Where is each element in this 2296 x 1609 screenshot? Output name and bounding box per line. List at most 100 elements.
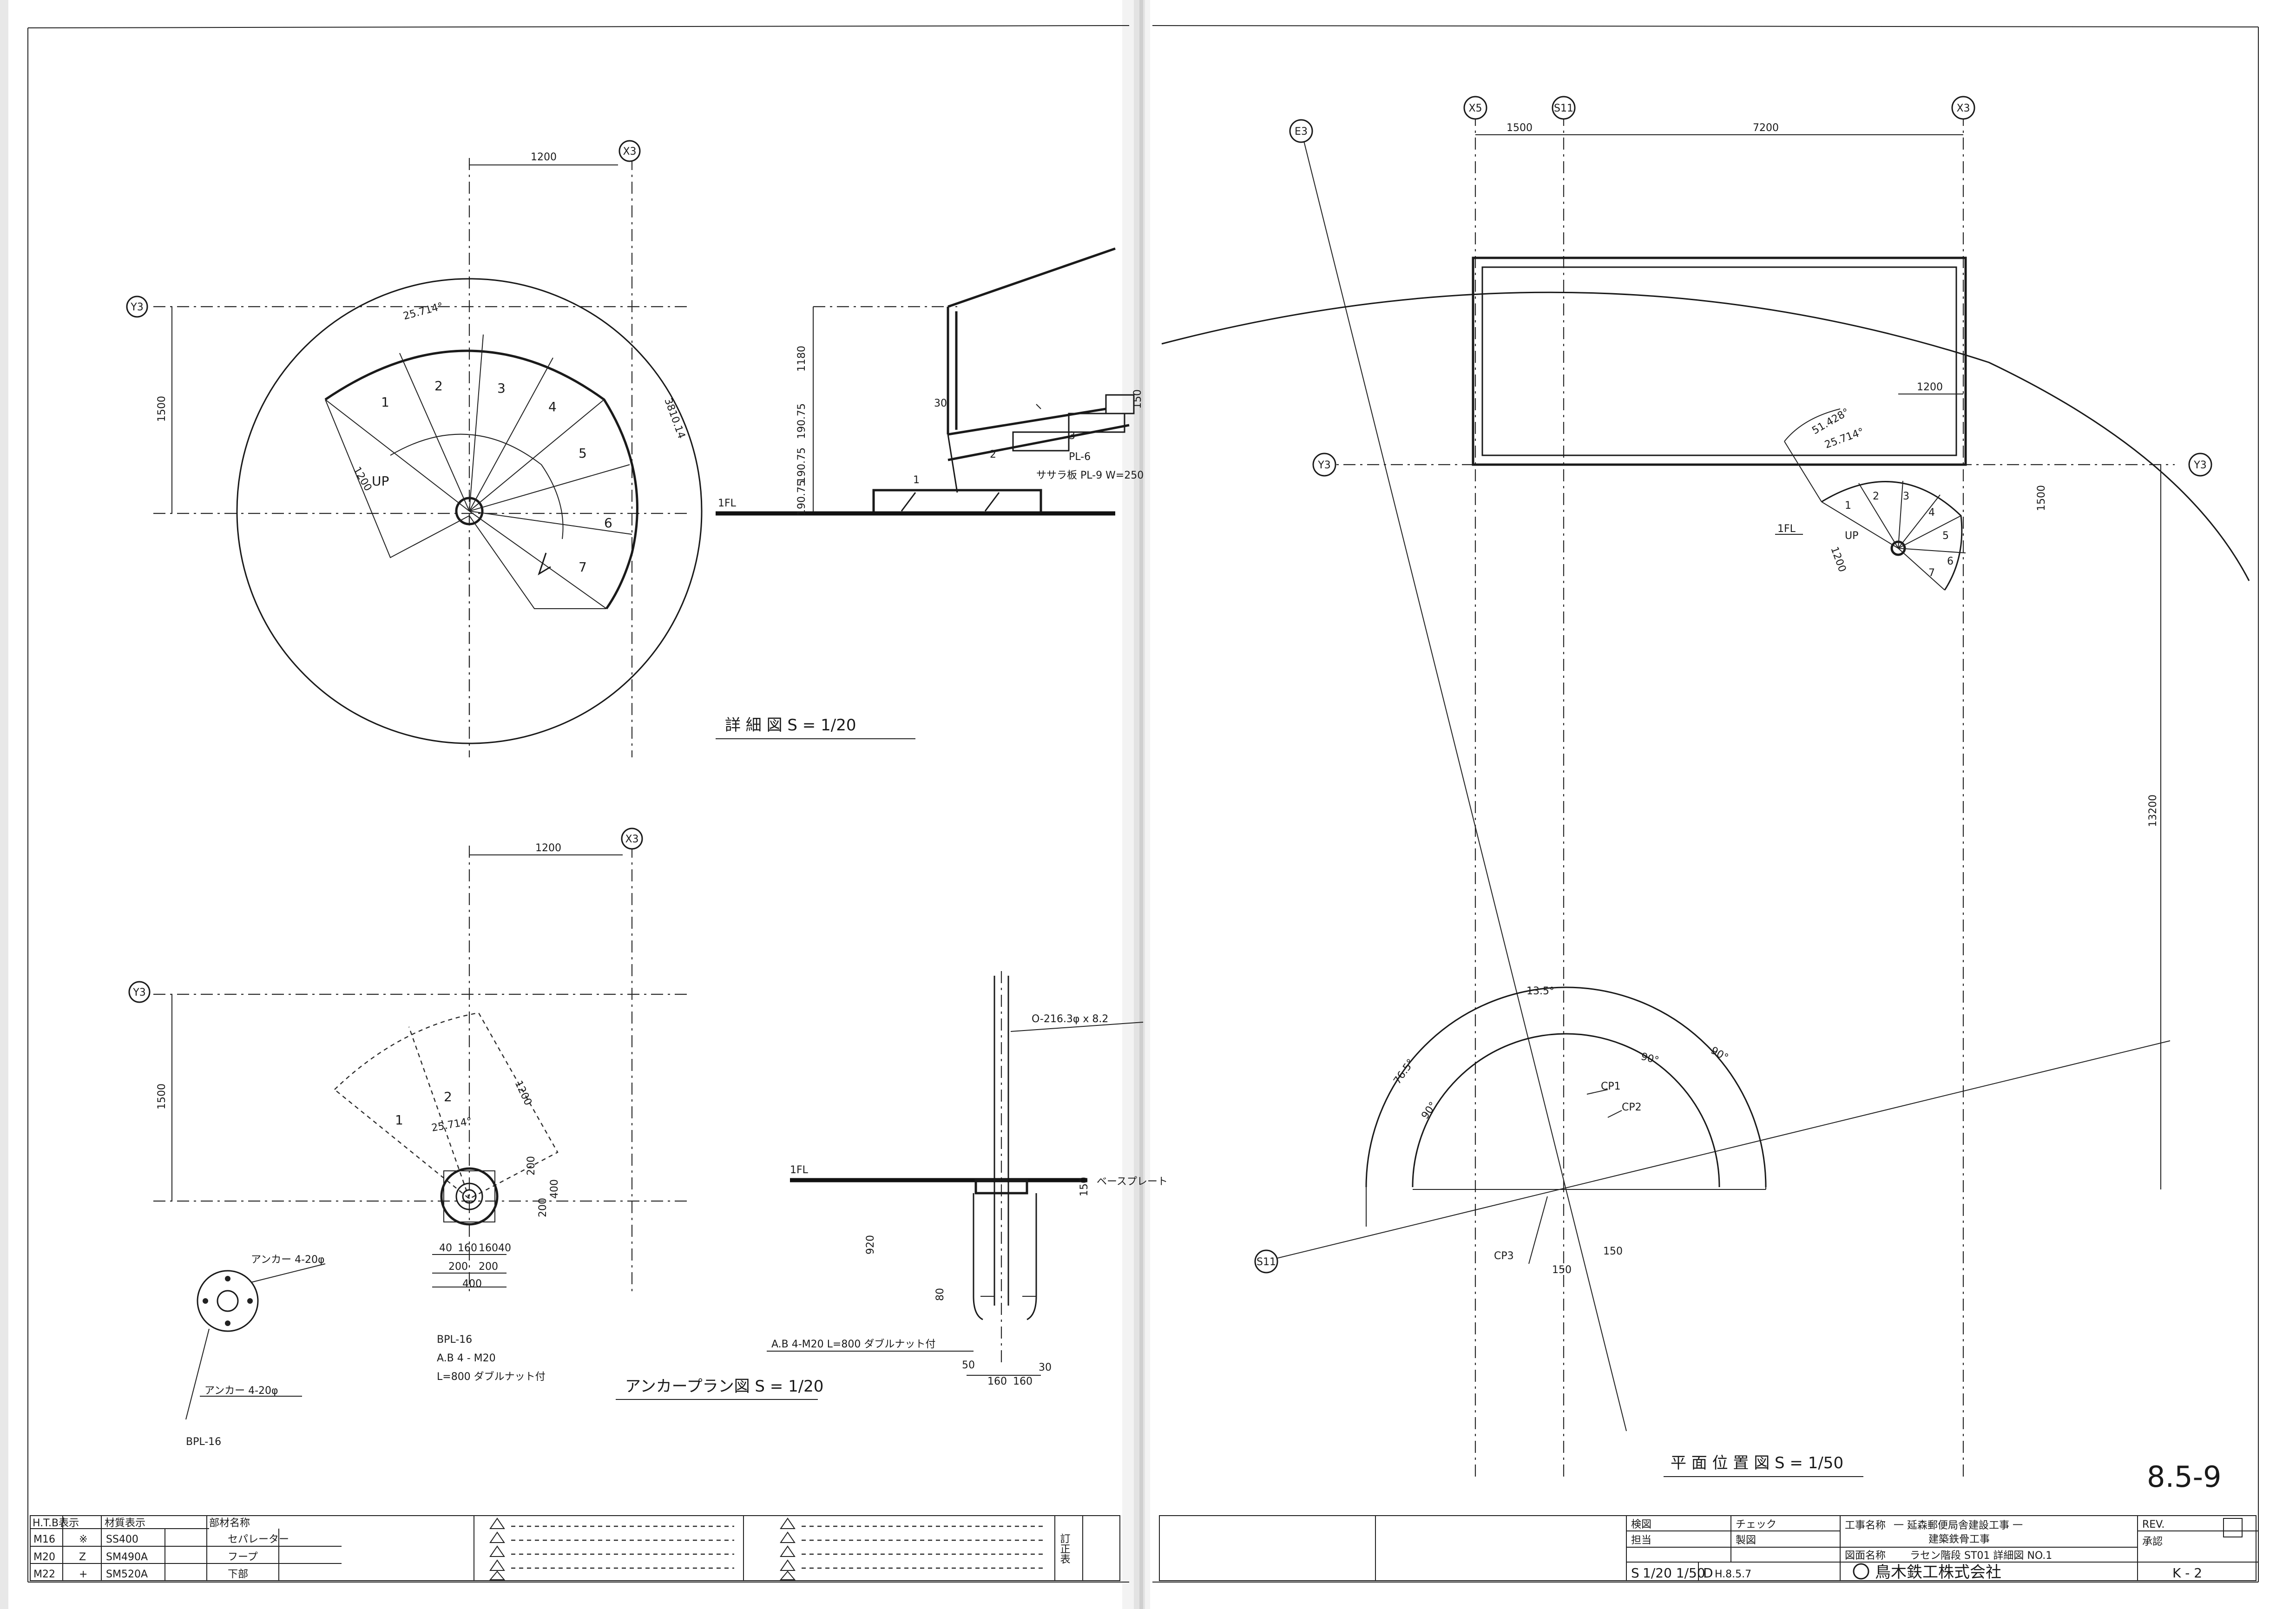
angle-13: 13.5° bbox=[1526, 985, 1554, 997]
grid-bubble-s11-left: S11 bbox=[1254, 1249, 1278, 1274]
plan-dim-1200: 1200 bbox=[1917, 381, 1943, 393]
plan-up-label: UP bbox=[1845, 530, 1858, 542]
anchor-step-1: 1 bbox=[395, 1112, 403, 1128]
note-l800: L=800 ダブルナット付 bbox=[437, 1371, 546, 1383]
base-plate-label: ベースプレート bbox=[1097, 1176, 1168, 1188]
anchor-step-2: 2 bbox=[444, 1089, 452, 1104]
spec-row1-material: SS400 bbox=[106, 1534, 138, 1545]
spec-row2-symbol: Z bbox=[79, 1551, 86, 1563]
plan-dim-7200: 7200 bbox=[1753, 122, 1779, 134]
svg-text:X3: X3 bbox=[1956, 103, 1970, 114]
grid-bubble-y3-right: Y3 bbox=[2188, 453, 2212, 477]
stair-section-view: 1180 190.75 190.75 190.75 150 PL-6 ササラ板 … bbox=[716, 247, 1144, 516]
tb-drawing-name: ラセン階段 ST01 詳細図 NO.1 bbox=[1910, 1550, 2052, 1562]
grid-bubble-x3: X3 bbox=[618, 140, 641, 162]
anchor-dim-160b: 160 bbox=[479, 1242, 498, 1254]
col-dim-920: 920 bbox=[865, 1235, 876, 1254]
title-block: 検図 チェック 担当 製図 S 1/20 1/50 D H.8.5.7 工事名称… bbox=[1159, 1515, 2258, 1582]
plan-dim-1500: 1500 bbox=[1507, 122, 1533, 134]
sheet-frame bbox=[27, 25, 2259, 1583]
sheet-reference: 8.5-9 bbox=[2147, 1460, 2221, 1494]
anchor-dim-1200: 1200 bbox=[535, 842, 561, 854]
col-dim-160b: 160 bbox=[1013, 1376, 1033, 1387]
col-dim-80: 80 bbox=[934, 1288, 946, 1301]
up-arrow bbox=[538, 552, 551, 576]
step-number-3: 3 bbox=[497, 381, 506, 396]
grid-bubble-x3-anchor: X3 bbox=[621, 827, 643, 850]
label-pl6: PL-6 bbox=[1069, 451, 1091, 463]
plan-dim-150b: 150 bbox=[1603, 1246, 1623, 1257]
label-1fl-a: 1FL bbox=[718, 498, 737, 509]
label-1fl-b: 1FL bbox=[790, 1164, 809, 1176]
svg-text:Y3: Y3 bbox=[132, 987, 145, 998]
step-number-7: 7 bbox=[579, 559, 587, 575]
plan-step-2: 2 bbox=[1873, 491, 1879, 502]
up-label: UP bbox=[372, 473, 389, 489]
anchor-dim-40b: 40 bbox=[498, 1242, 511, 1254]
dim-190-75-a: 190.75 bbox=[796, 403, 808, 439]
dim-1180: 1180 bbox=[796, 346, 808, 372]
svg-text:X3: X3 bbox=[623, 146, 636, 158]
section-step-3: 3 bbox=[1069, 430, 1075, 442]
tb-project-label: 工事名称 bbox=[1845, 1520, 1886, 1531]
overall-caption: 平 面 位 置 図 S = 1/50 bbox=[1671, 1454, 1843, 1472]
svg-text:X5: X5 bbox=[1468, 103, 1482, 114]
plan-dim-13200: 13200 bbox=[2147, 795, 2159, 827]
spec-table: H.T.B表示 材質表示 部材名称 M16 ※ SS400 セパレーター M20… bbox=[30, 1515, 1120, 1581]
col-dim-30: 30 bbox=[1039, 1362, 1052, 1373]
pipe-spec-label: O-216.3φ x 8.2 bbox=[1032, 1013, 1108, 1025]
plan-dim-150a: 150 bbox=[1552, 1264, 1572, 1276]
step-number-4: 4 bbox=[548, 399, 557, 414]
tb-checked-label: 検図 bbox=[1631, 1519, 1651, 1530]
cp2-label: CP2 bbox=[1622, 1102, 1642, 1113]
anchor-caption: アンカープラン図 S = 1/20 bbox=[625, 1377, 823, 1396]
grid-bubble-y3-anchor: Y3 bbox=[128, 981, 151, 1003]
section-step-2: 2 bbox=[990, 449, 996, 460]
col-dim-50: 50 bbox=[962, 1359, 975, 1371]
tb-drawn-label: 担当 bbox=[1631, 1535, 1651, 1546]
plan-step-5: 5 bbox=[1942, 530, 1949, 542]
tb-rev-label: REV. bbox=[2142, 1519, 2164, 1530]
anchor-dim-40a: 40 bbox=[439, 1242, 452, 1254]
anchor-dim-200a: 200 bbox=[448, 1261, 468, 1273]
spec-row2-part: フープ bbox=[228, 1551, 258, 1563]
svg-text:Y3: Y3 bbox=[130, 302, 143, 313]
svg-text:S11: S11 bbox=[1554, 103, 1573, 114]
plan-step-7: 7 bbox=[1928, 567, 1935, 579]
spec-header-material: 材質表示 bbox=[105, 1517, 145, 1529]
svg-text:E3: E3 bbox=[1295, 126, 1308, 138]
revision-side-label: 訂正表 bbox=[1059, 1533, 1071, 1564]
spec-row3-bolt: M22 bbox=[33, 1569, 55, 1580]
plan-step-6: 6 bbox=[1947, 556, 1954, 567]
dim-1500-side: 1500 bbox=[156, 396, 168, 422]
anchor-dim-400b: 400 bbox=[549, 1179, 560, 1199]
anchor-plan-view: X3 Y3 1200 1500 1200 25.714° 1 2 40 160 … bbox=[128, 827, 688, 1448]
plan-1fl-label: 1FL bbox=[1777, 523, 1796, 535]
svg-text:S11: S11 bbox=[1257, 1256, 1276, 1268]
plan-step-1: 1 bbox=[1845, 500, 1851, 512]
tb-approve-label: 承認 bbox=[2142, 1536, 2163, 1548]
spec-header-bolt: H.T.B表示 bbox=[33, 1517, 79, 1529]
tb-scale-value: 1/20 1/50 bbox=[1643, 1565, 1705, 1581]
anchor-dim-400: 400 bbox=[462, 1278, 482, 1290]
anchor-dim-200c: 200 bbox=[526, 1156, 537, 1176]
spec-row3-material: SM520A bbox=[106, 1569, 148, 1580]
anchor-bolt-label: アンカー 4-20φ bbox=[251, 1254, 325, 1266]
column-base-circle bbox=[440, 1167, 499, 1226]
cp3-label: CP3 bbox=[1494, 1250, 1514, 1262]
svg-text:Y3: Y3 bbox=[2193, 460, 2206, 471]
spec-header-part: 部材名称 bbox=[209, 1517, 250, 1529]
spec-row1-part: セパレーター bbox=[228, 1534, 289, 1545]
detail-plan-view: X3 Y3 1200 1500 1200 25.714° 3810.14 1 2… bbox=[126, 140, 703, 757]
tb-sheet-no: K - 2 bbox=[2172, 1565, 2202, 1581]
grid-bubble-e3: E3 bbox=[1289, 119, 1313, 143]
anchor-dim-200d: 200 bbox=[537, 1198, 549, 1217]
svg-text:X3: X3 bbox=[625, 834, 638, 845]
anchor-bolt-note: A.B 4-M20 L=800 ダブルナット付 bbox=[771, 1339, 935, 1350]
tb-scale-label: S bbox=[1631, 1565, 1639, 1581]
anchor-dim-160a: 160 bbox=[458, 1242, 477, 1254]
spec-row2-material: SM490A bbox=[106, 1551, 148, 1563]
tb-company: 鳥木鉄工株式会社 bbox=[1875, 1563, 2001, 1582]
grid-bubble-y3-left: Y3 bbox=[1312, 453, 1336, 477]
